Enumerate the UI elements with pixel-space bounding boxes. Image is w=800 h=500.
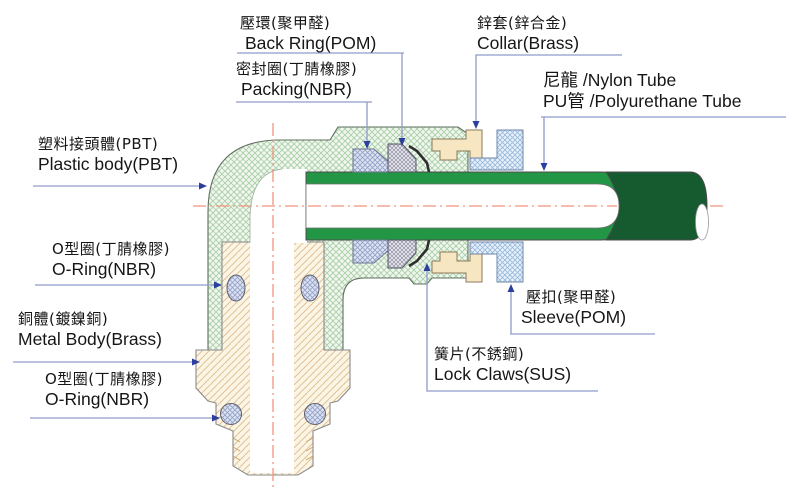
label-sleeve-en: Sleeve(POM) — [521, 307, 627, 327]
arrow-oring-top — [214, 281, 222, 289]
label-metal-body-en: Metal Body(Brass) — [18, 329, 162, 349]
label-lock-claws-zh: 簧片(不銹鋼) — [434, 345, 525, 363]
label-tube: 尼龍 /Nylon Tube PU管 /Polyurethane Tube — [543, 70, 741, 112]
back-ring-lower-shape — [387, 239, 417, 269]
label-back-ring: 壓環(聚甲醛) Back Ring(POM) — [240, 14, 376, 54]
sleeve-lower-shape — [469, 241, 524, 283]
oring-top-left-shape — [226, 274, 246, 302]
tube-solid-section — [605, 171, 708, 241]
leader-collar — [475, 54, 622, 123]
label-plastic-body-en: Plastic body(PBT) — [38, 154, 179, 174]
collar-upper-shape — [431, 129, 483, 161]
lock-claw-upper-shape — [408, 144, 431, 173]
arrow-tube — [540, 163, 548, 171]
arrow-metal-body — [192, 358, 200, 366]
tube-end-opening — [695, 203, 709, 241]
centerlines — [193, 123, 724, 490]
label-sleeve: 壓扣(聚甲醛) Sleeve(POM) — [521, 288, 626, 328]
tube-bore — [305, 183, 620, 229]
label-tube-line2: PU管 /Polyurethane Tube — [543, 91, 742, 111]
oring-top-right-shape — [300, 274, 320, 302]
label-oring-bottom: O型圈(丁腈橡膠) O-Ring(NBR) — [45, 370, 163, 410]
label-oring-top: O型圈(丁腈橡膠) O-Ring(NBR) — [52, 240, 170, 280]
label-sleeve-zh: 壓扣(聚甲醛) — [526, 288, 617, 306]
label-collar: 鋅套(鋅合金) Collar(Brass) — [477, 14, 579, 54]
oring-bottom-left-shape — [220, 403, 242, 425]
leader-sleeve — [510, 290, 655, 335]
oring-bottom-right-shape — [304, 403, 326, 425]
leader-packing — [236, 101, 372, 143]
arrow-back-ring — [398, 138, 406, 146]
arrow-packing — [363, 141, 371, 149]
arrow-plastic-body — [199, 182, 207, 190]
label-collar-en: Collar(Brass) — [477, 33, 580, 53]
collar-lower-shape — [431, 251, 483, 283]
label-oring-bottom-en: O-Ring(NBR) — [45, 389, 150, 409]
label-collar-zh: 鋅套(鋅合金) — [477, 14, 568, 32]
label-oring-top-en: O-Ring(NBR) — [52, 259, 157, 279]
label-back-ring-zh: 壓環(聚甲醛) — [240, 14, 331, 32]
label-tube-line1: 尼龍 /Nylon Tube — [543, 70, 677, 90]
bore-channel-edge — [249, 168, 283, 243]
arrow-lock-claws — [423, 263, 431, 271]
leader-tube — [541, 116, 786, 165]
bore-channel — [250, 169, 307, 473]
label-plastic-body-zh: 塑料接頭體(PBT) — [38, 135, 159, 153]
leader-lock-claws — [426, 269, 598, 392]
back-ring-upper-shape — [387, 143, 417, 173]
label-lock-claws-en: Lock Claws(SUS) — [434, 364, 572, 384]
sleeve-upper-shape — [469, 129, 524, 171]
leader-back-ring — [237, 52, 404, 140]
arrow-oring-bottom — [212, 414, 220, 422]
leader-lines — [13, 52, 786, 419]
arrow-sleeve — [507, 284, 515, 292]
label-packing-en: Packing(NBR) — [241, 79, 352, 99]
lock-claw-lower-shape — [408, 239, 431, 268]
label-metal-body-zh: 銅體(鍍鎳銅) — [18, 310, 109, 328]
label-back-ring-en: Back Ring(POM) — [245, 33, 377, 53]
arrow-collar — [472, 121, 480, 129]
leader-arrowheads — [192, 121, 548, 422]
thread-marks — [232, 437, 314, 461]
label-oring-bottom-zh: O型圈(丁腈橡膠) — [45, 370, 164, 388]
label-packing-zh: 密封圈(丁腈橡膠) — [236, 60, 358, 78]
label-oring-top-zh: O型圈(丁腈橡膠) — [52, 240, 171, 258]
label-plastic-body: 塑料接頭體(PBT) Plastic body(PBT) — [38, 135, 178, 175]
label-packing: 密封圈(丁腈橡膠) Packing(NBR) — [236, 60, 357, 100]
label-metal-body: 銅體(鍍鎳銅) Metal Body(Brass) — [18, 310, 162, 350]
label-lock-claws: 簧片(不銹鋼) Lock Claws(SUS) — [434, 345, 571, 385]
